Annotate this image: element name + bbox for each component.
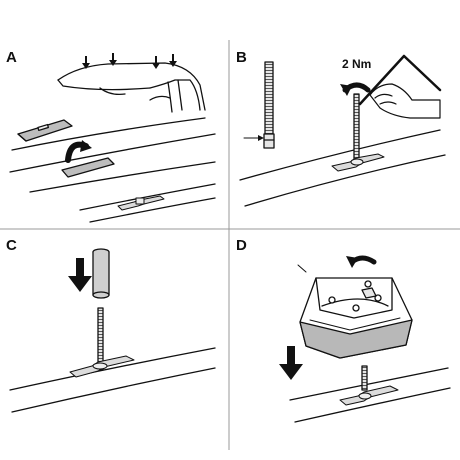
panel-label-a: A [6,49,17,66]
roof-mount-point-arrows [82,53,177,69]
hex-key-icon [358,54,442,106]
torque-rotation-icon [340,82,371,96]
stud-base-plate [331,153,385,172]
roof-contour-lines-c [9,347,216,413]
car-roof-illustration [57,62,206,113]
panel-c [9,248,216,413]
roof-cover-strip [17,119,73,142]
push-down-arrow-icon [68,258,92,292]
panel-label-d: D [236,237,247,254]
threaded-rod-c [97,307,104,371]
installed-stud [353,93,360,163]
base-plate-c [69,355,135,378]
roof-mount-slot [61,157,115,178]
panel-dividers [0,40,460,450]
roof-rack-foot [297,264,413,359]
panel-label-c: C [6,237,17,254]
panel-a [9,53,216,223]
pointer-arrow-icon [243,135,264,141]
panel-d [279,255,451,423]
torque-value-label: 2 Nm [342,57,372,71]
threaded-stud-separate [263,61,275,149]
roof-contour-lines [9,117,216,223]
panel-label-b: B [236,49,247,66]
roof-contour-lines-d [289,367,451,423]
hand-illustration [369,83,441,119]
base-plate-d [339,385,399,406]
lift-cover-arrow-icon [65,140,92,163]
spacer-sleeve [92,248,110,299]
roof-contour-lines-b [239,129,446,207]
rail-mount-bracket [117,195,165,211]
lower-foot-arrow-icon [279,346,303,380]
stud-d [361,365,368,391]
panel-b [239,54,446,207]
tighten-rotation-icon [346,255,377,268]
